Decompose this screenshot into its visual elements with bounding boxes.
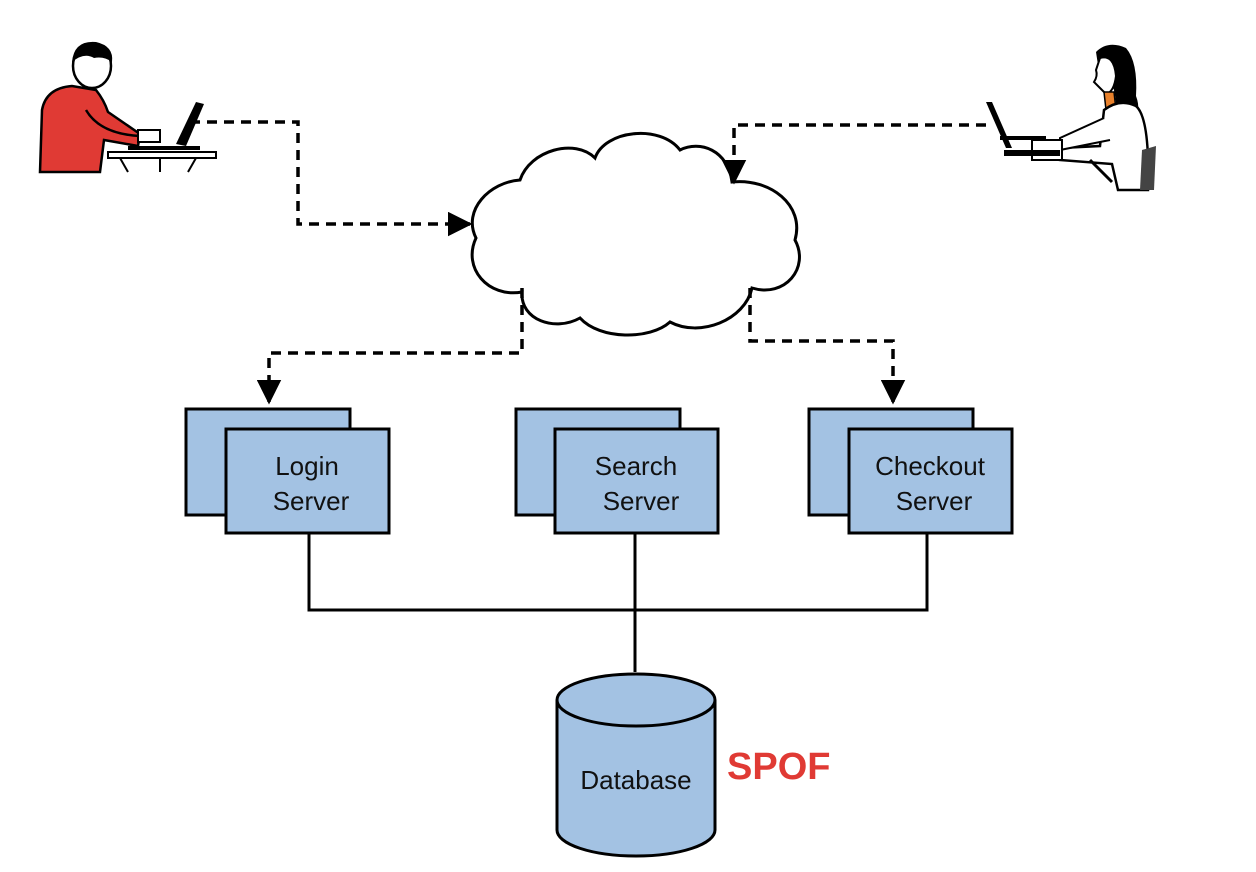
network-cloud-icon [470, 131, 801, 337]
search-server-label-line1: Search [595, 451, 677, 481]
database-label: Database [580, 765, 691, 795]
user-right-to-cloud-link [721, 123, 986, 185]
database-cylinder-icon [555, 700, 717, 858]
login-server: Login Server [184, 407, 391, 535]
checkout-server-front-box [847, 427, 1014, 535]
checkout-server: Checkout Server [807, 407, 1014, 535]
cloud-to-checkout-link [748, 288, 906, 405]
server-bus-line [307, 533, 929, 612]
user-left-to-cloud-link [190, 120, 473, 237]
database: Database [555, 672, 717, 858]
login-server-front-box [224, 427, 391, 535]
spof-label: SPOF [727, 746, 830, 788]
cloud-to-login-link [256, 288, 524, 405]
database-cylinder-top [555, 672, 717, 728]
checkout-server-label-line2: Server [896, 486, 973, 516]
checkout-server-label-line1: Checkout [875, 451, 986, 481]
login-server-label-line1: Login [275, 451, 339, 481]
user-right-icon [986, 44, 1156, 192]
user-left-icon [38, 41, 217, 174]
search-server-front-box [553, 427, 720, 535]
search-server: Search Server [514, 407, 720, 535]
search-server-label-line2: Server [603, 486, 680, 516]
login-server-label-line2: Server [273, 486, 350, 516]
